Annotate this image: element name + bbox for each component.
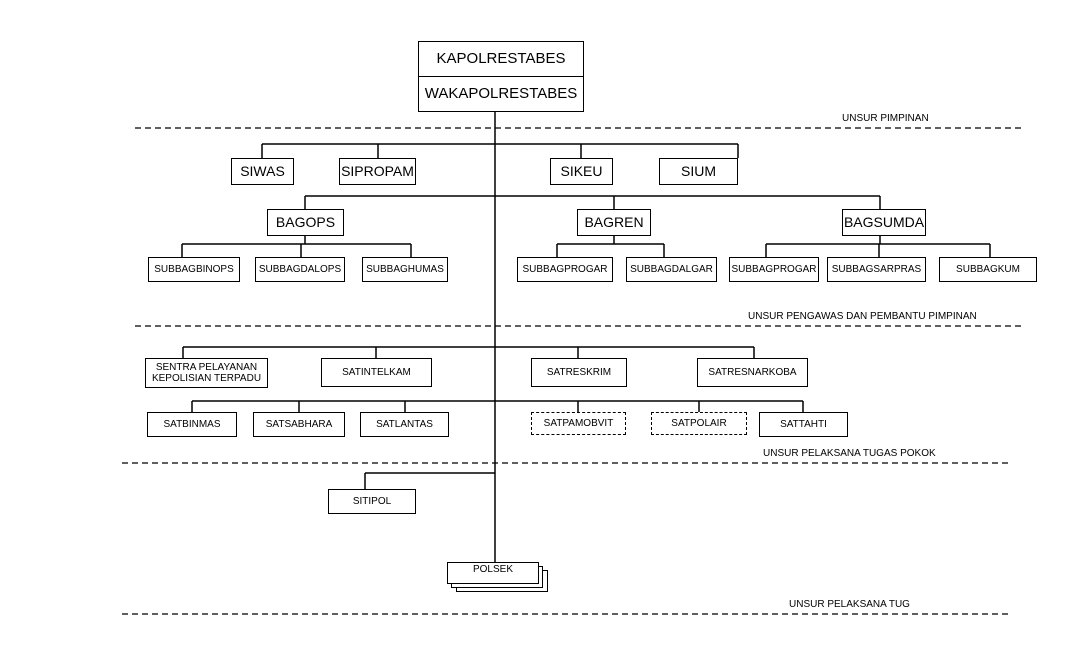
spkt-line1: SENTRA PELAYANAN <box>155 361 258 373</box>
satsabhara-box: SATSABHARA <box>253 412 345 437</box>
kapolrestabes-box: KAPOLRESTABES <box>418 41 584 77</box>
subbagdalops-box: SUBBAGDALOPS <box>255 257 345 282</box>
bagren-box: BAGREN <box>577 209 651 236</box>
sitipol-box: SITIPOL <box>328 489 416 514</box>
satlantas-box: SATLANTAS <box>360 412 449 437</box>
bagops-box: BAGOPS <box>267 209 344 236</box>
spkt-box: SENTRA PELAYANAN KEPOLISIAN TERPADU <box>145 358 268 388</box>
satpamobvit-box: SATPAMOBVIT <box>531 412 626 435</box>
subbagprogar-bagsumda-box: SUBBAGPROGAR <box>729 257 819 282</box>
subbagprogar-bagren-box: SUBBAGPROGAR <box>517 257 613 282</box>
bagsumda-box: BAGSUMDA <box>842 209 926 236</box>
satresnarkoba-box: SATRESNARKOBA <box>697 358 808 387</box>
spkt-line2: KEPOLISIAN TERPADU <box>151 373 262 384</box>
sipropam-box: SIPROPAM <box>339 158 416 185</box>
siwas-box: SIWAS <box>231 158 294 185</box>
subbagkum-box: SUBBAGKUM <box>939 257 1037 282</box>
subbagsarpras-box: SUBBAGSARPRAS <box>827 257 926 282</box>
satpolair-box: SATPOLAIR <box>651 412 747 435</box>
zone-label-pelaksana-kewilayahan: UNSUR PELAKSANA TUG <box>789 599 910 610</box>
wakapolrestabes-box: WAKAPOLRESTABES <box>418 76 584 112</box>
satintelkam-box: SATINTELKAM <box>321 358 432 387</box>
sium-box: SIUM <box>659 158 738 185</box>
sikeu-box: SIKEU <box>550 158 613 185</box>
subbagdalgar-box: SUBBAGDALGAR <box>626 257 717 282</box>
subbagbinops-box: SUBBAGBINOPS <box>148 257 240 282</box>
zone-label-pelaksana-pokok: UNSUR PELAKSANA TUGAS POKOK <box>763 448 936 459</box>
subbaghumas-box: SUBBAGHUMAS <box>362 257 448 282</box>
sattahti-box: SATTAHTI <box>759 412 848 437</box>
polsek-box: POLSEK <box>447 562 539 584</box>
satreskrim-box: SATRESKRIM <box>531 358 627 387</box>
zone-label-pimpinan: UNSUR PIMPINAN <box>842 113 929 124</box>
zone-label-pengawas: UNSUR PENGAWAS DAN PEMBANTU PIMPINAN <box>748 311 977 322</box>
satbinmas-box: SATBINMAS <box>147 412 237 437</box>
